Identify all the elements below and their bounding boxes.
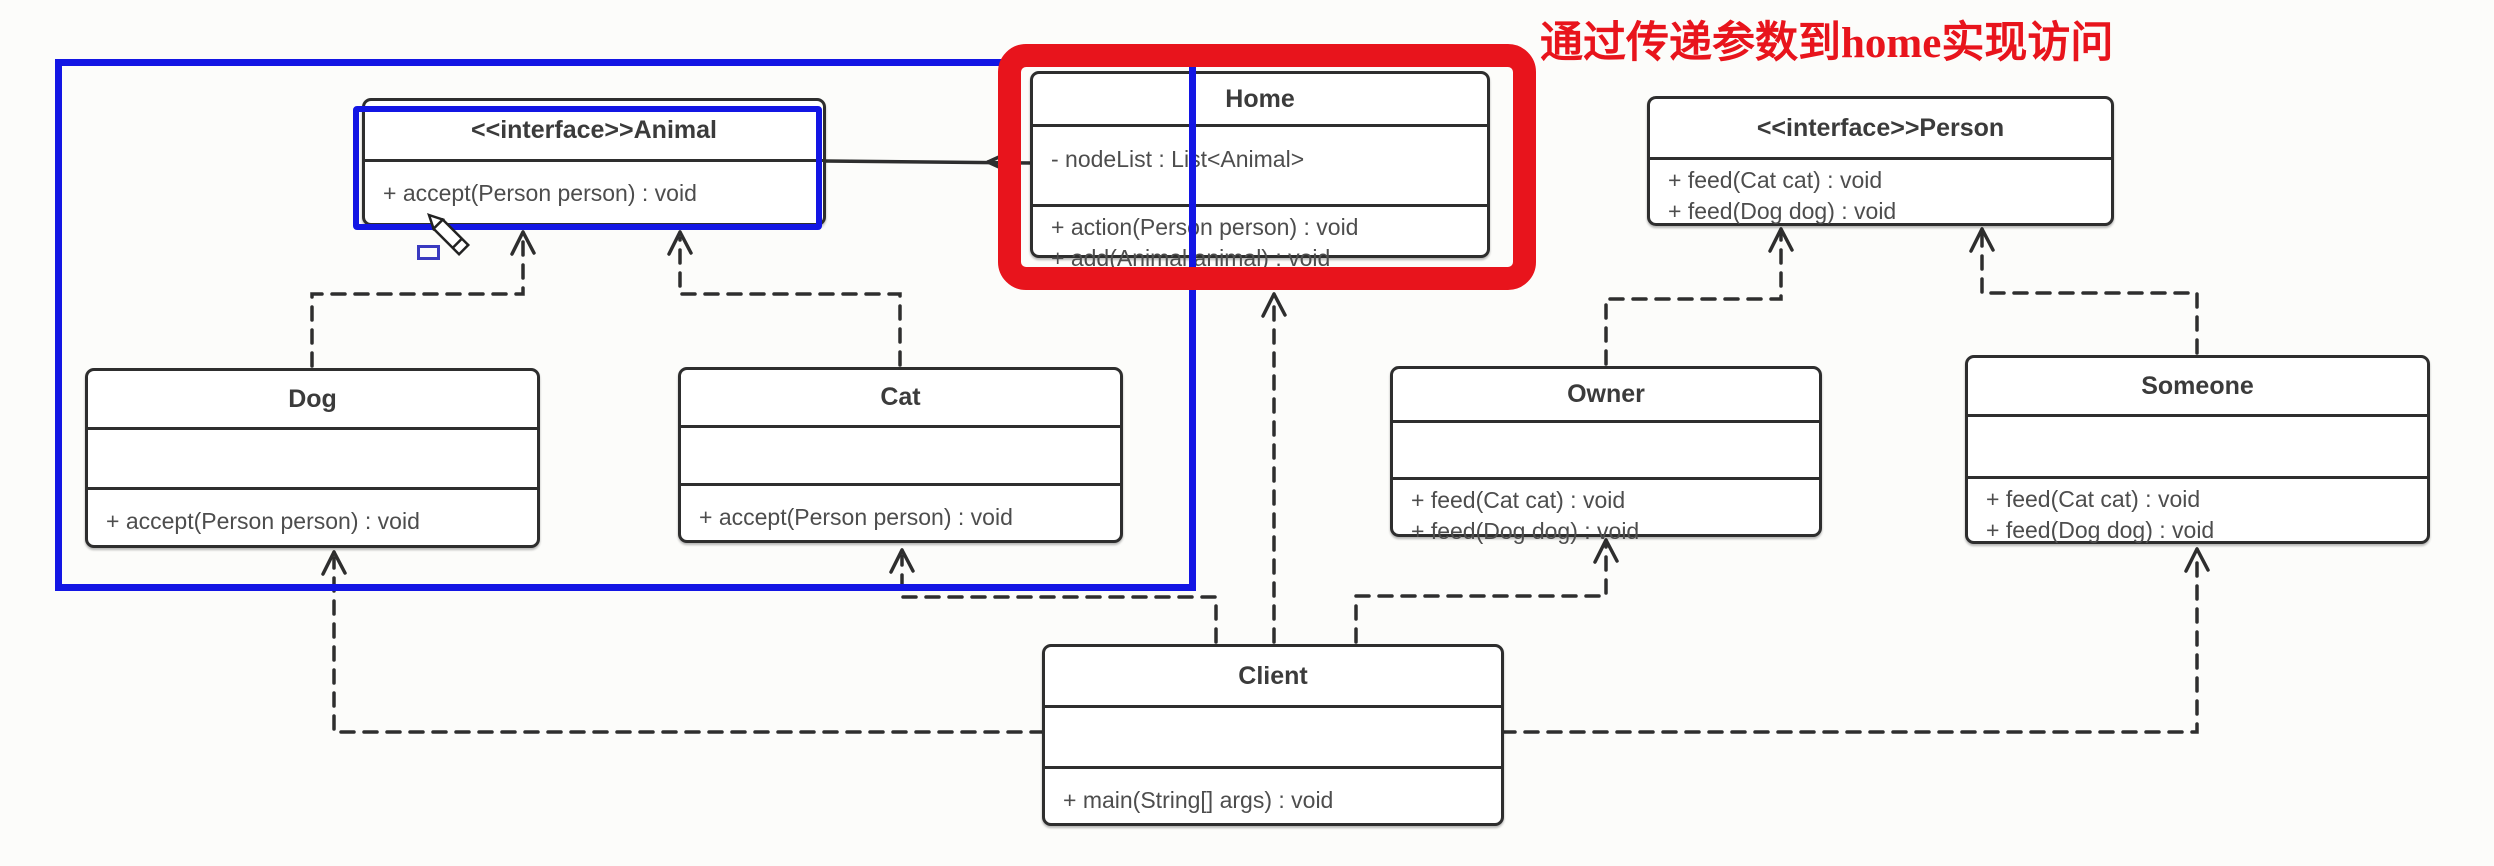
method-line: + action(Person person) : void bbox=[1051, 214, 1359, 240]
arrowhead-client-home-icon bbox=[1261, 292, 1287, 318]
class-owner-attributes bbox=[1393, 420, 1819, 477]
class-someone-attributes bbox=[1968, 414, 2427, 476]
class-someone[interactable]: Someone + feed(Cat cat) : void + feed(Do… bbox=[1965, 355, 2430, 544]
method-line: + feed(Dog dog) : void bbox=[1668, 198, 1897, 224]
class-cat-methods: + accept(Person person) : void bbox=[681, 483, 1120, 540]
method-line: + accept(Person person) : void bbox=[106, 508, 420, 534]
method-line: + feed(Dog dog) : void bbox=[1986, 517, 2215, 543]
class-home-methods: + action(Person person) : void + add(Ani… bbox=[1033, 204, 1487, 274]
method-line: + add(Animal animal) : void bbox=[1051, 245, 1331, 271]
class-someone-title: Someone bbox=[2141, 371, 2254, 400]
attribute-line: - nodeList : List<Animal> bbox=[1051, 146, 1305, 172]
dependency-client-cat[interactable] bbox=[900, 554, 1218, 644]
association-home-animal[interactable] bbox=[822, 159, 1034, 165]
class-person[interactable]: <<interface>>Person + feed(Cat cat) : vo… bbox=[1647, 96, 2114, 226]
class-home-title: Home bbox=[1225, 84, 1295, 113]
class-person-methods: + feed(Cat cat) : void + feed(Dog dog) :… bbox=[1650, 157, 2111, 227]
realization-cat-animal[interactable] bbox=[678, 236, 902, 367]
class-animal-methods: + accept(Person person) : void bbox=[365, 159, 823, 223]
class-animal[interactable]: <<interface>>Animal + accept(Person pers… bbox=[362, 98, 826, 226]
method-line: + feed(Dog dog) : void bbox=[1411, 518, 1640, 544]
method-line: + feed(Cat cat) : void bbox=[1986, 486, 2201, 512]
class-owner[interactable]: Owner + feed(Cat cat) : void + feed(Dog … bbox=[1390, 366, 1822, 544]
class-person-title: <<interface>>Person bbox=[1756, 113, 2005, 142]
class-dog-attributes bbox=[88, 427, 537, 487]
method-line: + accept(Person person) : void bbox=[383, 180, 697, 206]
selection-handle-rect[interactable] bbox=[417, 245, 440, 260]
class-animal-title: <<interface>>Animal bbox=[471, 115, 717, 144]
class-owner-methods: + feed(Cat cat) : void + feed(Dog dog) :… bbox=[1393, 477, 1819, 547]
class-dog-methods: + accept(Person person) : void bbox=[88, 487, 537, 545]
method-line: + accept(Person person) : void bbox=[699, 504, 1013, 530]
method-line: + feed(Cat cat) : void bbox=[1668, 167, 1883, 193]
dependency-client-owner[interactable] bbox=[1354, 542, 1608, 644]
class-client[interactable]: Client + main(String[] args) : void bbox=[1042, 644, 1504, 826]
class-dog-title: Dog bbox=[288, 384, 337, 413]
arrowhead-someone-person-icon bbox=[1969, 227, 1995, 253]
class-cat[interactable]: Cat + accept(Person person) : void bbox=[678, 367, 1123, 543]
class-someone-methods: + feed(Cat cat) : void + feed(Dog dog) :… bbox=[1968, 476, 2427, 546]
method-line: + main(String[] args) : void bbox=[1063, 787, 1334, 813]
class-home[interactable]: Home - nodeList : List<Animal> + action(… bbox=[1030, 71, 1490, 271]
pencil-cursor-icon bbox=[427, 213, 471, 257]
arrowhead-cat-animal-icon bbox=[667, 230, 693, 256]
realization-dog-animal[interactable] bbox=[310, 236, 525, 368]
method-line: + feed(Cat cat) : void bbox=[1411, 487, 1626, 513]
class-dog[interactable]: Dog + accept(Person person) : void bbox=[85, 368, 540, 548]
class-owner-title: Owner bbox=[1567, 380, 1645, 408]
arrowhead-client-dog-icon bbox=[321, 550, 347, 576]
class-cat-attributes bbox=[681, 425, 1120, 483]
class-client-title: Client bbox=[1238, 661, 1308, 690]
arrowhead-client-cat-icon bbox=[889, 548, 915, 574]
arrowhead-owner-person-icon bbox=[1768, 227, 1794, 253]
dependency-client-dog[interactable] bbox=[332, 556, 1046, 734]
arrowhead-dog-animal-icon bbox=[510, 230, 536, 256]
dependency-client-someone[interactable] bbox=[1500, 552, 2199, 734]
open-arrowheads bbox=[321, 227, 2210, 576]
class-client-attributes bbox=[1045, 705, 1501, 766]
class-cat-title: Cat bbox=[880, 383, 921, 411]
arrowhead-client-someone-icon bbox=[2184, 547, 2210, 573]
class-client-methods: + main(String[] args) : void bbox=[1045, 766, 1501, 823]
arrowhead-client-owner-icon bbox=[1593, 538, 1619, 564]
realization-owner-person[interactable] bbox=[1604, 231, 1783, 366]
annotation-text: 通过传递参数到home实现访问 bbox=[1540, 20, 2114, 67]
realization-someone-person[interactable] bbox=[1980, 231, 2199, 355]
class-home-attributes: - nodeList : List<Animal> bbox=[1033, 124, 1487, 204]
